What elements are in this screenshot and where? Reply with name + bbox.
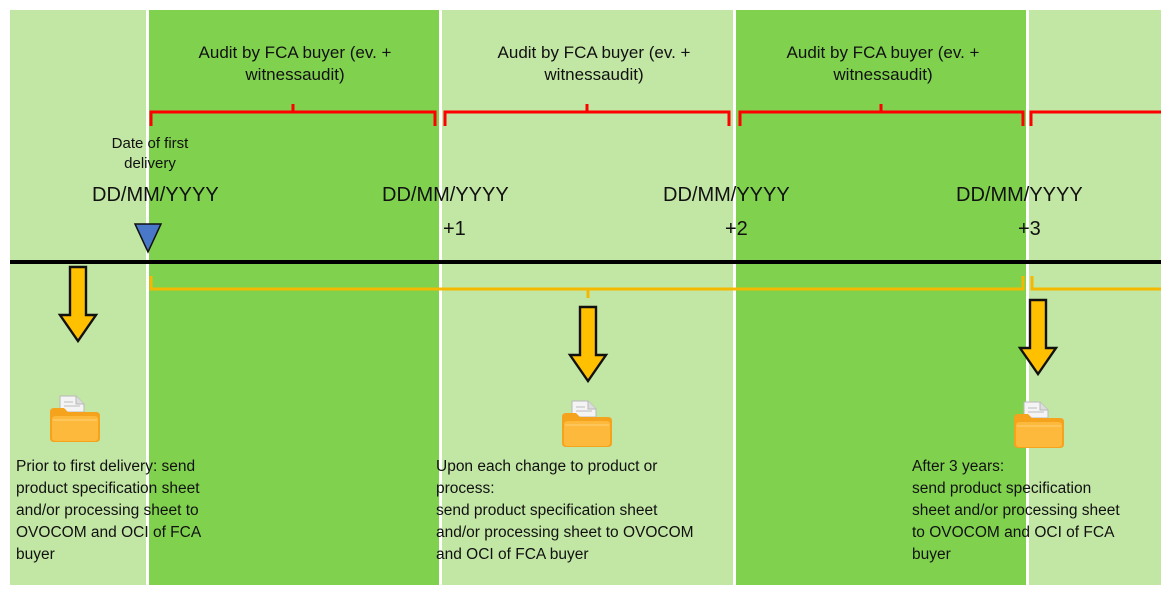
change-bracket bbox=[149, 276, 1025, 298]
band-separator bbox=[733, 10, 736, 585]
milestone-date: DD/MM/YYYY bbox=[382, 184, 509, 206]
folder-document-icon bbox=[1013, 401, 1065, 449]
audit-label: Audit by FCA buyer (ev. + witnessaudit) bbox=[198, 43, 392, 85]
band-separator bbox=[1026, 10, 1029, 585]
audit-bracket bbox=[1029, 110, 1161, 126]
folder-document-icon bbox=[561, 400, 613, 448]
arrow-down-icon bbox=[568, 305, 608, 383]
audit-label: Audit by FCA buyer (ev. + witnessaudit) bbox=[497, 43, 691, 85]
note-text: After 3 years: send product specificatio… bbox=[912, 458, 1120, 563]
milestone-offset: +2 bbox=[725, 218, 748, 240]
audit-bracket bbox=[443, 104, 731, 126]
audit-bracket bbox=[738, 104, 1025, 126]
band-year-4 bbox=[1028, 10, 1161, 585]
note-text: Prior to first delivery: send product sp… bbox=[16, 458, 202, 563]
band-separator bbox=[146, 10, 149, 585]
change-bracket bbox=[1030, 276, 1161, 291]
milestone-date: DD/MM/YYYY bbox=[956, 184, 1083, 206]
arrow-down-icon bbox=[58, 265, 98, 343]
audit-bracket bbox=[149, 104, 437, 126]
note-text: Upon each change to product or process: … bbox=[436, 458, 694, 563]
first-delivery-label: Date of first delivery bbox=[111, 135, 189, 173]
arrow-down-icon bbox=[1018, 298, 1058, 376]
band-separator bbox=[439, 10, 442, 585]
first-delivery-date: DD/MM/YYYY bbox=[92, 184, 219, 206]
milestone-offset: +3 bbox=[1018, 218, 1041, 240]
triangle-down-icon bbox=[133, 223, 163, 254]
folder-document-icon bbox=[49, 395, 101, 443]
milestone-offset: +1 bbox=[443, 218, 466, 240]
milestone-date: DD/MM/YYYY bbox=[663, 184, 790, 206]
audit-label: Audit by FCA buyer (ev. + witnessaudit) bbox=[786, 43, 980, 85]
